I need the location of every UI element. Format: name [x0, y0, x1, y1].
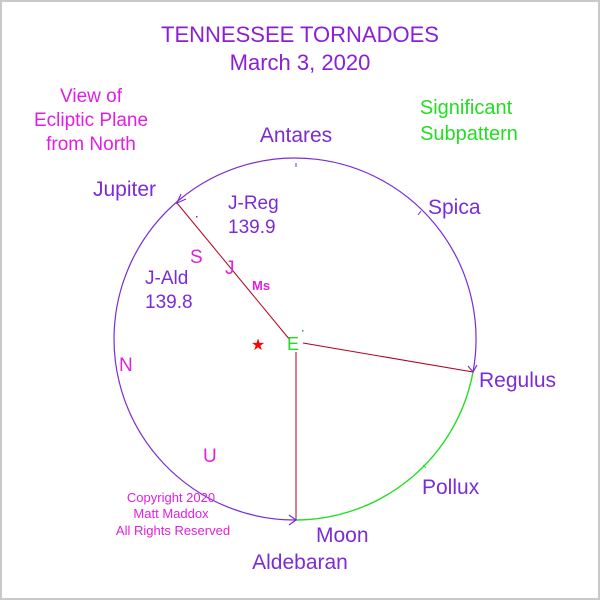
ecliptic-circle-purple — [113, 157, 477, 521]
arrow-regulus — [467, 364, 478, 374]
j-reg-label: J-Reg — [228, 193, 279, 214]
j-reg-value: 139.9 — [228, 217, 276, 238]
label-regulus: Regulus — [479, 369, 556, 392]
marker-sun: ★ — [251, 337, 265, 354]
label-pollux: Pollux — [422, 476, 480, 499]
label-spica: Spica — [428, 196, 481, 219]
copyright-line-2: Matt Maddox — [133, 506, 209, 521]
line-earth-regulus — [302, 342, 474, 373]
ecliptic-circle-green-arc — [295, 371, 474, 521]
copyright-line-1: Copyright 2020 — [127, 490, 215, 505]
arrow-aldebaran — [288, 514, 298, 526]
label-jupiter: Jupiter — [93, 178, 156, 201]
label-antares: Antares — [260, 124, 332, 147]
marker-neptune: N — [119, 355, 133, 376]
tick-pollux — [422, 464, 427, 469]
line-earth-jupiter — [176, 202, 291, 341]
copyright-line-3: All Rights Reserved — [116, 523, 230, 538]
speck-near-jupiter-label — [196, 216, 198, 218]
pattern-note-line-2: Subpattern — [420, 123, 518, 145]
pattern-note-line-1: Significant — [420, 97, 513, 119]
j-ald-value: 139.8 — [145, 292, 193, 313]
marker-saturn: S — [190, 247, 203, 268]
view-note-line-1: View of — [60, 86, 123, 107]
marker-mars: Ms — [252, 278, 270, 293]
j-ald-label: J-Ald — [145, 268, 188, 289]
marker-jupiter-body: J — [225, 258, 235, 279]
marker-uranus: U — [203, 446, 217, 467]
arrow-jupiter — [175, 193, 187, 205]
marker-earth: E — [287, 334, 299, 354]
view-note-line-2: Ecliptic Plane — [34, 110, 148, 131]
page-date: March 3, 2020 — [230, 50, 371, 75]
page-title: TENNESSEE TORNADOES — [161, 22, 439, 47]
label-moon: Moon — [316, 524, 369, 547]
tick-spica — [417, 210, 422, 216]
view-note-line-3: from North — [46, 134, 136, 155]
speck-near-earth — [302, 330, 304, 332]
label-aldebaran: Aldebaran — [252, 551, 348, 574]
